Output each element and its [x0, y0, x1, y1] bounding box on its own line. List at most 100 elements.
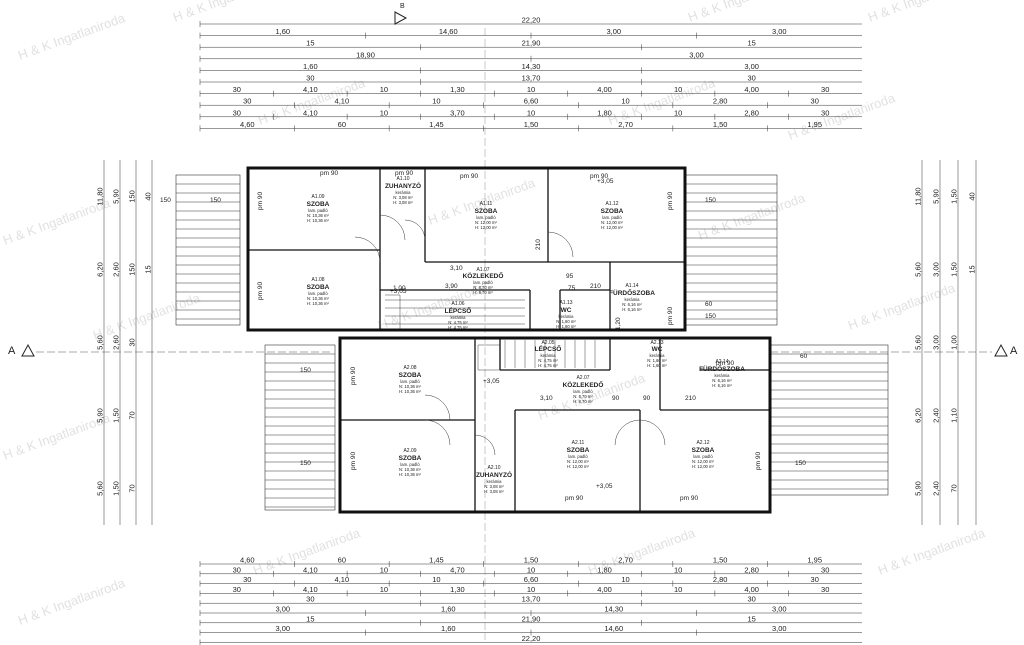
- window-label: pm 90: [590, 173, 608, 180]
- dimension-label: 1,60: [275, 27, 290, 36]
- dimension-label: 30: [233, 85, 241, 94]
- dimension-label: 40: [968, 192, 977, 200]
- watermark: H & K Ingatlaniroda: [786, 90, 898, 143]
- svg-text:N: 3,08 m²: N: 3,08 m²: [484, 484, 504, 489]
- svg-text:N: 4,75 m²: N: 4,75 m²: [448, 320, 468, 325]
- dimension-label: 30: [811, 97, 819, 106]
- plan-annotations: pm 90 pm 90 pm 90 pm 90 pm 90 pm 90 pm 9…: [160, 170, 808, 502]
- svg-text:N: 12,00 m²: N: 12,00 m²: [475, 220, 497, 225]
- dimension-label: 5,90: [932, 189, 941, 204]
- door-dim: 60: [705, 301, 713, 308]
- svg-text:H: 12,00 m²: H: 12,00 m²: [601, 225, 623, 230]
- dimension-label: 10: [527, 585, 535, 594]
- window-label: pm 90: [320, 170, 338, 177]
- dimension-label: 4,00: [744, 585, 759, 594]
- dimension-label: 150: [128, 263, 137, 276]
- svg-text:A: A: [8, 345, 16, 357]
- dimension-label: 21,90: [522, 614, 541, 623]
- svg-text:N: 12,00 m²: N: 12,00 m²: [567, 459, 589, 464]
- svg-text:A1.06: A1.06: [451, 301, 464, 307]
- dimension-label: 60: [338, 120, 346, 129]
- dimension-label: 2,70: [618, 120, 633, 129]
- svg-text:N: 3,08 m²: N: 3,08 m²: [393, 195, 413, 200]
- svg-text:N: 10,36 m²: N: 10,36 m²: [399, 467, 421, 472]
- dimension-label: 10: [674, 565, 682, 574]
- dimension-label: 1,60: [303, 62, 318, 71]
- dimension-label: 1,80: [597, 108, 612, 117]
- dimension-label: 30: [811, 575, 819, 584]
- window-label: pm 90: [395, 170, 413, 177]
- dimension-label: 5,60: [96, 335, 105, 350]
- dimension-label: 30: [233, 585, 241, 594]
- dimension-label: 30: [233, 108, 241, 117]
- balcony-lower-right: [769, 344, 889, 496]
- dimension-label: 30: [243, 97, 251, 106]
- dimension-label: 30: [821, 565, 829, 574]
- dimension-label: 15: [144, 265, 153, 273]
- room-a2-09: A2.09 SZOBA lam. padló N: 10,36 m² H: 10…: [399, 448, 422, 477]
- svg-text:N: 8,70 m²: N: 8,70 m²: [473, 285, 493, 290]
- dimension-label: 6,60: [524, 575, 539, 584]
- svg-text:A1.13: A1.13: [559, 300, 572, 306]
- dimension-label: 14,60: [604, 624, 623, 633]
- svg-text:A1.12: A1.12: [605, 201, 618, 207]
- svg-text:SZOBA: SZOBA: [307, 284, 330, 291]
- dimension-label: 15: [747, 614, 755, 623]
- svg-text:LÉPCSŐ: LÉPCSŐ: [445, 306, 472, 315]
- room-a2-11: A2.11 SZOBA lam. padló N: 12,00 m² H: 12…: [567, 440, 590, 469]
- door-dim: 150: [300, 367, 311, 374]
- dimension-label: 1,50: [112, 408, 121, 423]
- door-dim: 3,90: [445, 283, 458, 290]
- svg-text:N: 10,36 m²: N: 10,36 m²: [399, 384, 421, 389]
- svg-text:N: 6,16 m²: N: 6,16 m²: [712, 378, 732, 383]
- room-a1-11: A1.11 SZOBA lam. padló N: 12,00 m² H: 12…: [475, 201, 498, 230]
- door-dim: 1,20: [615, 317, 622, 330]
- svg-text:H: 10,36 m²: H: 10,36 m²: [399, 472, 421, 477]
- dimension-label: 4,10: [303, 565, 318, 574]
- dimension-label: 1,50: [524, 120, 539, 129]
- svg-text:SZOBA: SZOBA: [399, 455, 422, 462]
- svg-text:kerámia: kerámia: [396, 190, 412, 195]
- room-a2-14: A2.14 FÜRDŐSZOBA kerámia N: 6,16 m² H: 6…: [699, 359, 745, 388]
- svg-text:kerámia: kerámia: [650, 353, 666, 358]
- dimension-label: 13,70: [522, 595, 541, 604]
- dimension-label: 2,80: [713, 575, 728, 584]
- dimension-label: 6,60: [524, 97, 539, 106]
- dimension-label: 14,60: [439, 27, 458, 36]
- right-dimension-chains: 11,805,605,606,205,905,903,003,002,402,4…: [914, 160, 977, 525]
- dimension-label: 22,20: [522, 16, 541, 25]
- window-label: pm 90: [680, 495, 698, 502]
- svg-text:KÖZLEKEDŐ: KÖZLEKEDŐ: [463, 271, 504, 280]
- svg-text:A1.10: A1.10: [396, 176, 409, 182]
- dimension-label: 10: [674, 108, 682, 117]
- dimension-label: 3,00: [606, 27, 621, 36]
- svg-text:lam. padló: lam. padló: [400, 379, 420, 384]
- dimension-label: 1,50: [112, 481, 121, 496]
- window-label: pm 90: [716, 360, 734, 367]
- room-a2-12: A2.12 SZOBA lam. padló N: 12,00 m² H: 12…: [692, 440, 715, 469]
- dimension-label: 30: [306, 74, 314, 83]
- svg-text:WC: WC: [561, 307, 572, 314]
- dimension-label: 4,10: [303, 585, 318, 594]
- dimension-label: 5,60: [914, 335, 923, 350]
- door-dim: 150: [795, 460, 806, 467]
- window-label: pm 90: [257, 282, 264, 300]
- dimension-label: 30: [306, 595, 314, 604]
- door-dim: 90: [612, 395, 620, 402]
- left-dimension-chains: 11,806,205,605,905,605,902,602,601,501,5…: [96, 160, 153, 525]
- dimension-label: 4,00: [597, 585, 612, 594]
- level-mark: +3,05: [483, 378, 500, 385]
- room-a1-10: A1.10 ZUHANYZÓ kerámia N: 3,08 m² H: 3,0…: [385, 176, 421, 205]
- door-dim: 60: [800, 353, 808, 360]
- door-dim: 150: [705, 313, 716, 320]
- door-dim: 150: [160, 197, 171, 204]
- svg-text:A2.05: A2.05: [541, 340, 554, 346]
- watermark: H & K Ingatlaniroda: [256, 75, 368, 128]
- svg-text:H: 3,08 m²: H: 3,08 m²: [484, 489, 504, 494]
- dimension-label: 30: [821, 108, 829, 117]
- svg-text:H: 10,36 m²: H: 10,36 m²: [307, 301, 329, 306]
- room-a1-08: A1.08 SZOBA lam. padló N: 10,36 m² H: 10…: [307, 277, 330, 306]
- dimension-label: 60: [338, 556, 346, 565]
- svg-text:ZUHANYZÓ: ZUHANYZÓ: [385, 181, 421, 190]
